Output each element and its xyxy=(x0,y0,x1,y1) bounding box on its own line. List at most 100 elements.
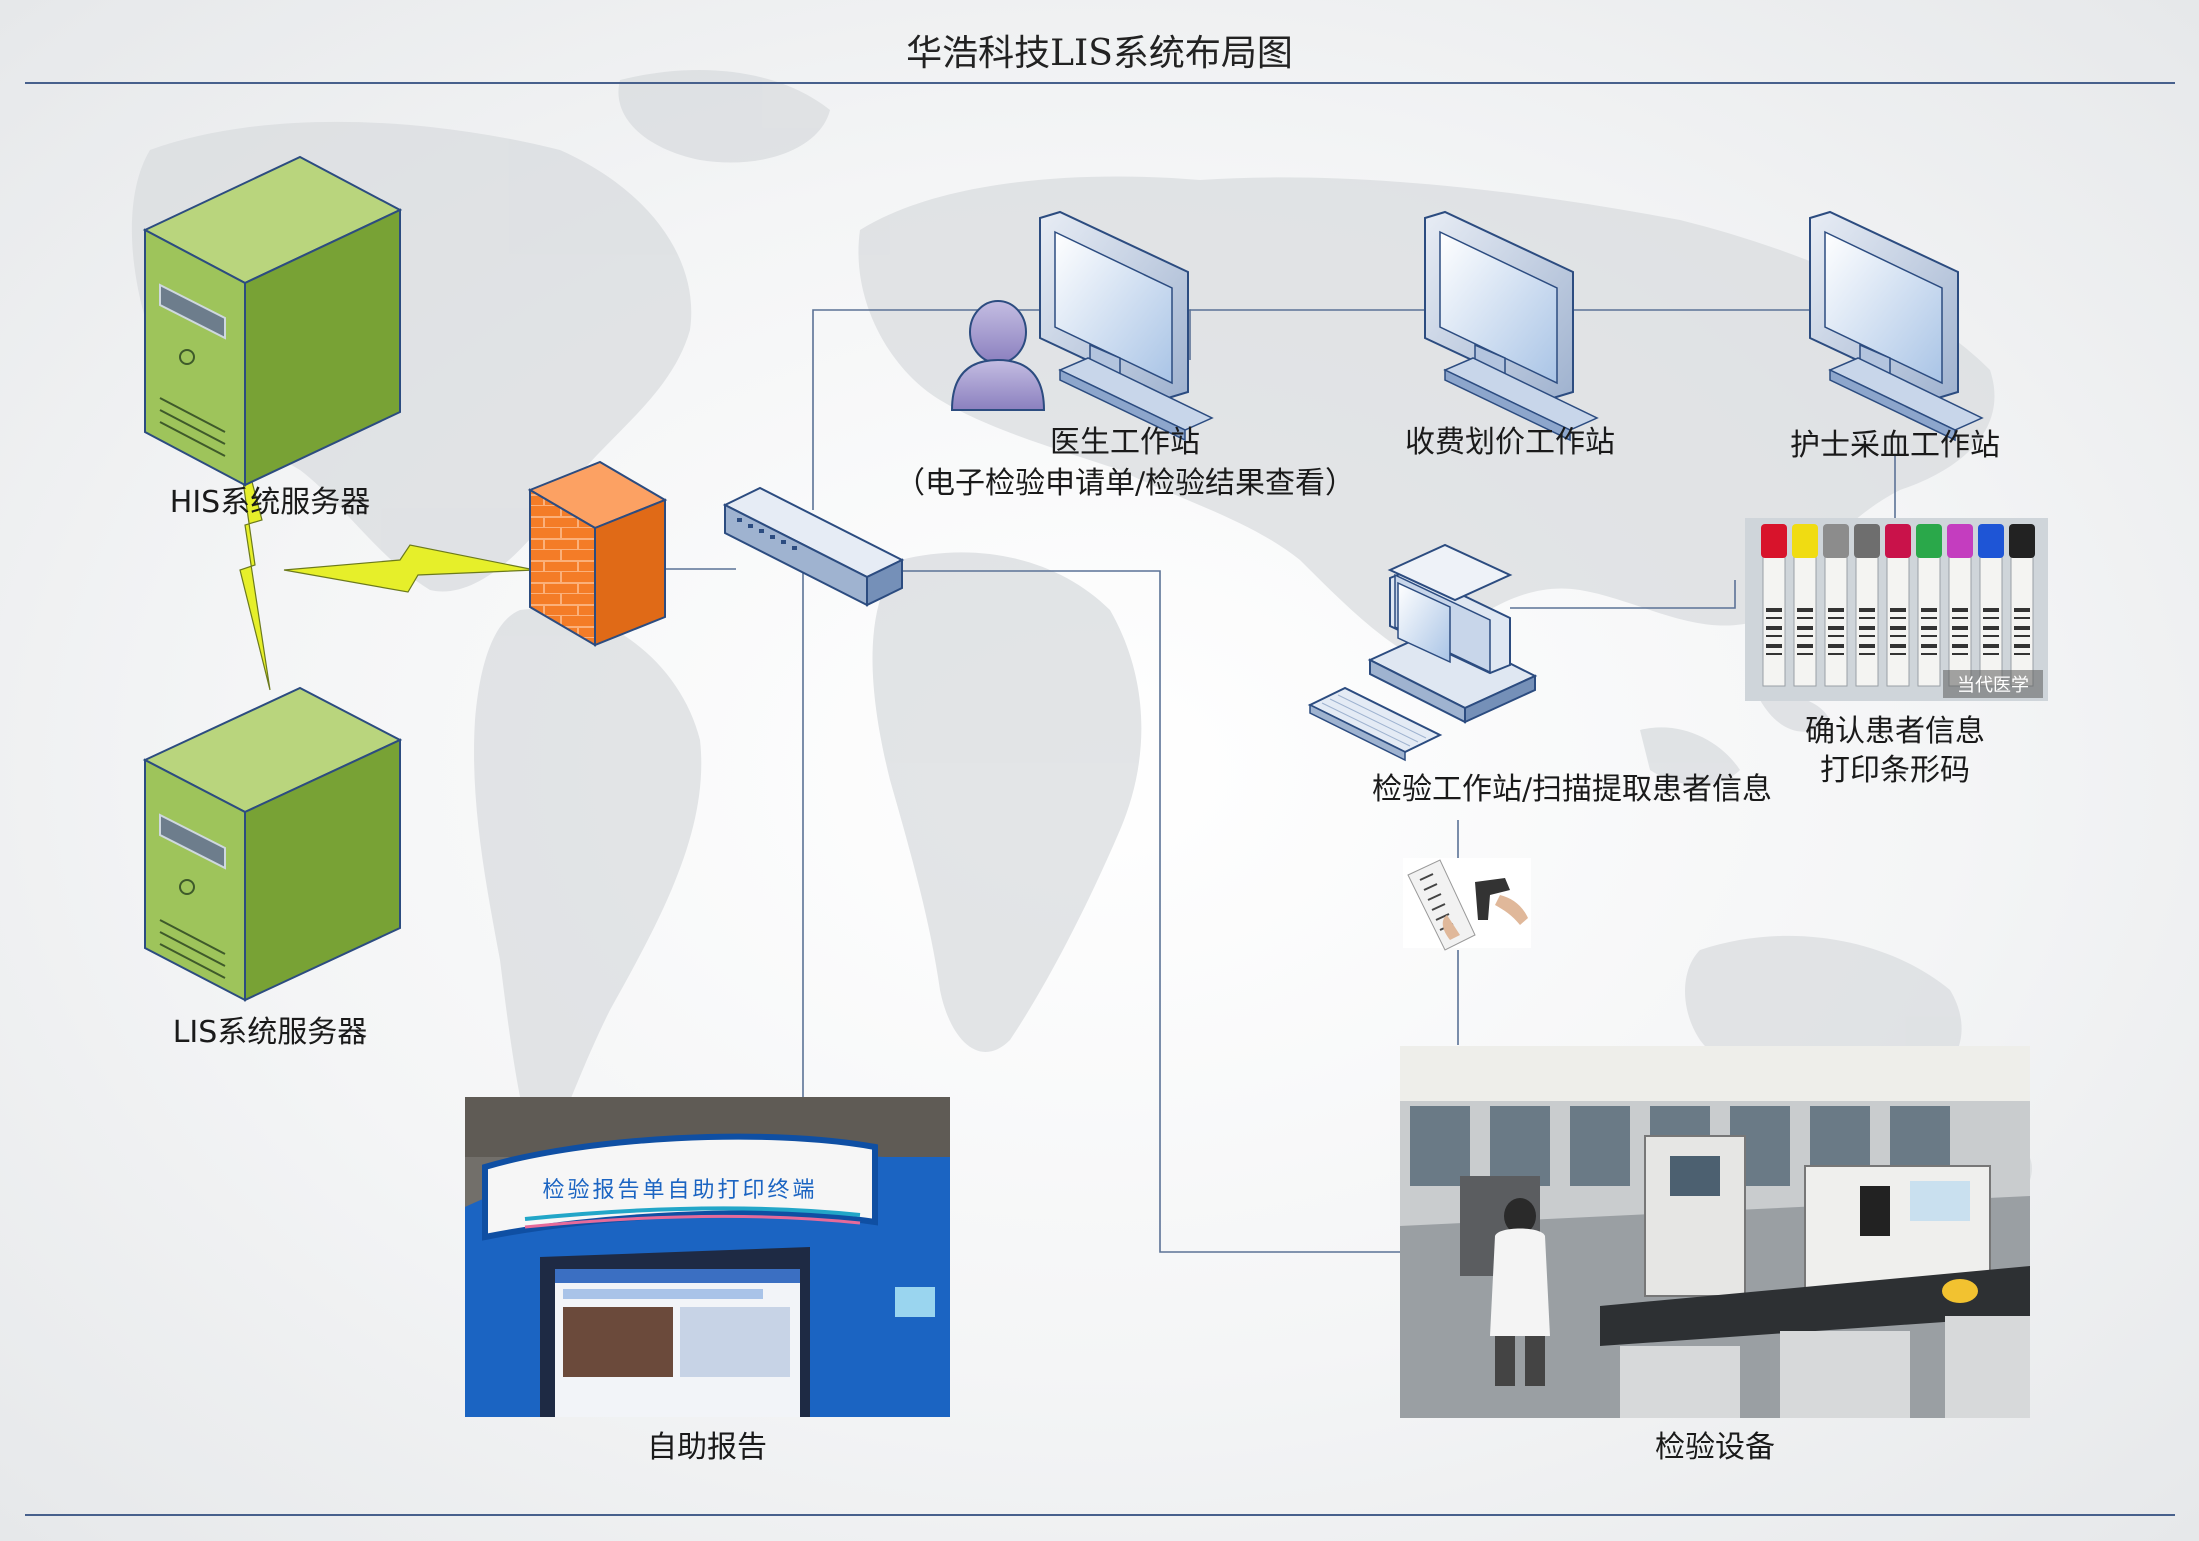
blood-tube xyxy=(1917,555,1941,687)
tube-barcode-stripe xyxy=(1859,635,1875,637)
doctor-person-icon xyxy=(950,300,1046,411)
tube-barcode-stripe xyxy=(1890,635,1906,637)
tube-barcode-stripe xyxy=(1859,608,1875,612)
tubes-watermark: 当代医学 xyxy=(1957,675,2029,696)
blood-tube xyxy=(1886,555,1910,687)
lis-server-icon xyxy=(142,686,403,1002)
blood-tube xyxy=(1855,555,1879,687)
tube-barcode-stripe xyxy=(1859,617,1875,619)
lis-server-label: LIS系统服务器 xyxy=(172,1015,368,1050)
tube-barcode-stripe xyxy=(1859,653,1875,655)
tube-barcode-stripe xyxy=(1766,626,1782,630)
doctor-station-label: 医生工作站 xyxy=(1050,425,1200,460)
tube-barcode-stripe xyxy=(1797,644,1813,648)
blood-tube-cap xyxy=(1885,524,1911,558)
lab-equipment-label: 检验设备 xyxy=(1655,1430,1775,1465)
nurse-monitor-icon xyxy=(1809,210,1984,442)
blood-tube-cap xyxy=(1854,524,1880,558)
blood-tube xyxy=(1824,555,1848,687)
tube-barcode-stripe xyxy=(1890,653,1906,655)
his-server-label: HIS系统服务器 xyxy=(169,485,371,520)
tube-barcode-stripe xyxy=(1797,617,1813,619)
tube-barcode-stripe xyxy=(1952,644,1968,648)
tube-barcode-stripe xyxy=(1828,626,1844,630)
tube-barcode-stripe xyxy=(1921,608,1937,612)
tube-barcode-stripe xyxy=(1983,635,1999,637)
tube-barcode-stripe xyxy=(1952,626,1968,630)
lab-workstation-pc-icon xyxy=(1307,543,1538,762)
tube-barcode-stripe xyxy=(1983,608,1999,612)
tube-barcode-stripe xyxy=(1890,617,1906,619)
tube-barcode-stripe xyxy=(1890,644,1906,648)
tube-barcode-stripe xyxy=(1983,626,1999,630)
tube-barcode-stripe xyxy=(1797,635,1813,637)
tube-barcode-stripe xyxy=(1890,626,1906,630)
billing-station-label: 收费划价工作站 xyxy=(1405,425,1615,460)
lab-station-label: 检验工作站/扫描提取患者信息 xyxy=(1371,772,1773,807)
link-switch-equipment xyxy=(880,570,1400,1253)
blood-tube xyxy=(1762,555,1786,687)
blood-tube xyxy=(2010,555,2034,687)
blood-tube-cap xyxy=(1792,524,1818,558)
tube-barcode-stripe xyxy=(1828,617,1844,619)
tube-barcode-stripe xyxy=(1983,653,1999,655)
tube-barcode-stripe xyxy=(1921,653,1937,655)
blood-tube-cap xyxy=(1916,524,1942,558)
tube-barcode-stripe xyxy=(1859,626,1875,630)
tube-barcode-stripe xyxy=(2014,617,2030,619)
blood-tube-cap xyxy=(1823,524,1849,558)
tube-barcode-stripe xyxy=(1766,644,1782,648)
kiosk-graphic: 检验报告单自助打印终端 xyxy=(465,1097,950,1417)
tube-barcode-stripe xyxy=(1921,644,1937,648)
link-labstation-tubes xyxy=(1510,580,1736,609)
tube-barcode-stripe xyxy=(1921,626,1937,630)
tube-barcode-stripe xyxy=(2014,608,2030,612)
blood-tube-cap xyxy=(1978,524,2004,558)
self-report-label: 自助报告 xyxy=(647,1430,767,1465)
print-barcode-label: 打印条形码 xyxy=(1820,753,1970,788)
firewall-icon xyxy=(527,460,668,647)
tube-barcode-stripe xyxy=(1890,608,1906,612)
tube-barcode-stripe xyxy=(1797,653,1813,655)
top-divider xyxy=(25,82,2175,84)
network-switch-icon xyxy=(722,486,905,607)
blood-tube xyxy=(1979,555,2003,687)
tube-barcode-stripe xyxy=(1797,608,1813,612)
tube-barcode-stripe xyxy=(1859,644,1875,648)
tube-barcode-stripe xyxy=(2014,644,2030,648)
lab-equipment-photo xyxy=(1400,1046,2030,1418)
tube-barcode-stripe xyxy=(1921,635,1937,637)
doctor-monitor-icon xyxy=(1039,210,1214,442)
bottom-divider xyxy=(25,1514,2175,1516)
barcode-scanner-icon xyxy=(1403,858,1531,951)
billing-monitor-icon xyxy=(1424,210,1599,442)
tube-barcode-stripe xyxy=(1766,608,1782,612)
tube-barcode-stripe xyxy=(1766,617,1782,619)
tube-barcode-stripe xyxy=(1983,644,1999,648)
confirm-patient-label: 确认患者信息 xyxy=(1805,714,1985,749)
tube-barcode-stripe xyxy=(1828,653,1844,655)
tube-barcode-stripe xyxy=(1921,617,1937,619)
blood-tube-cap xyxy=(1761,524,1787,558)
tube-barcode-stripe xyxy=(1828,635,1844,637)
tube-barcode-stripe xyxy=(2014,626,2030,630)
his-server-icon xyxy=(142,155,403,487)
tube-barcode-stripe xyxy=(1952,608,1968,612)
page-title: 华浩科技LIS系统布局图 xyxy=(906,33,1293,74)
tube-barcode-stripe xyxy=(2014,635,2030,637)
blood-tubes-photo: 当代医学 xyxy=(1745,518,2048,701)
tube-barcode-stripe xyxy=(1828,644,1844,648)
tube-barcode-stripe xyxy=(1983,617,1999,619)
tube-barcode-stripe xyxy=(1952,653,1968,655)
nurse-station-label: 护士采血工作站 xyxy=(1790,428,2000,463)
tube-barcode-stripe xyxy=(1766,653,1782,655)
blood-tubes-graphic: 当代医学 xyxy=(1745,518,2048,701)
tube-barcode-stripe xyxy=(1797,626,1813,630)
blood-tube xyxy=(1793,555,1817,687)
tube-barcode-stripe xyxy=(1952,617,1968,619)
doctor-station-sublabel: （电子检验申请单/检验结果查看） xyxy=(894,466,1356,501)
tube-barcode-stripe xyxy=(1828,608,1844,612)
tube-barcode-stripe xyxy=(1766,635,1782,637)
